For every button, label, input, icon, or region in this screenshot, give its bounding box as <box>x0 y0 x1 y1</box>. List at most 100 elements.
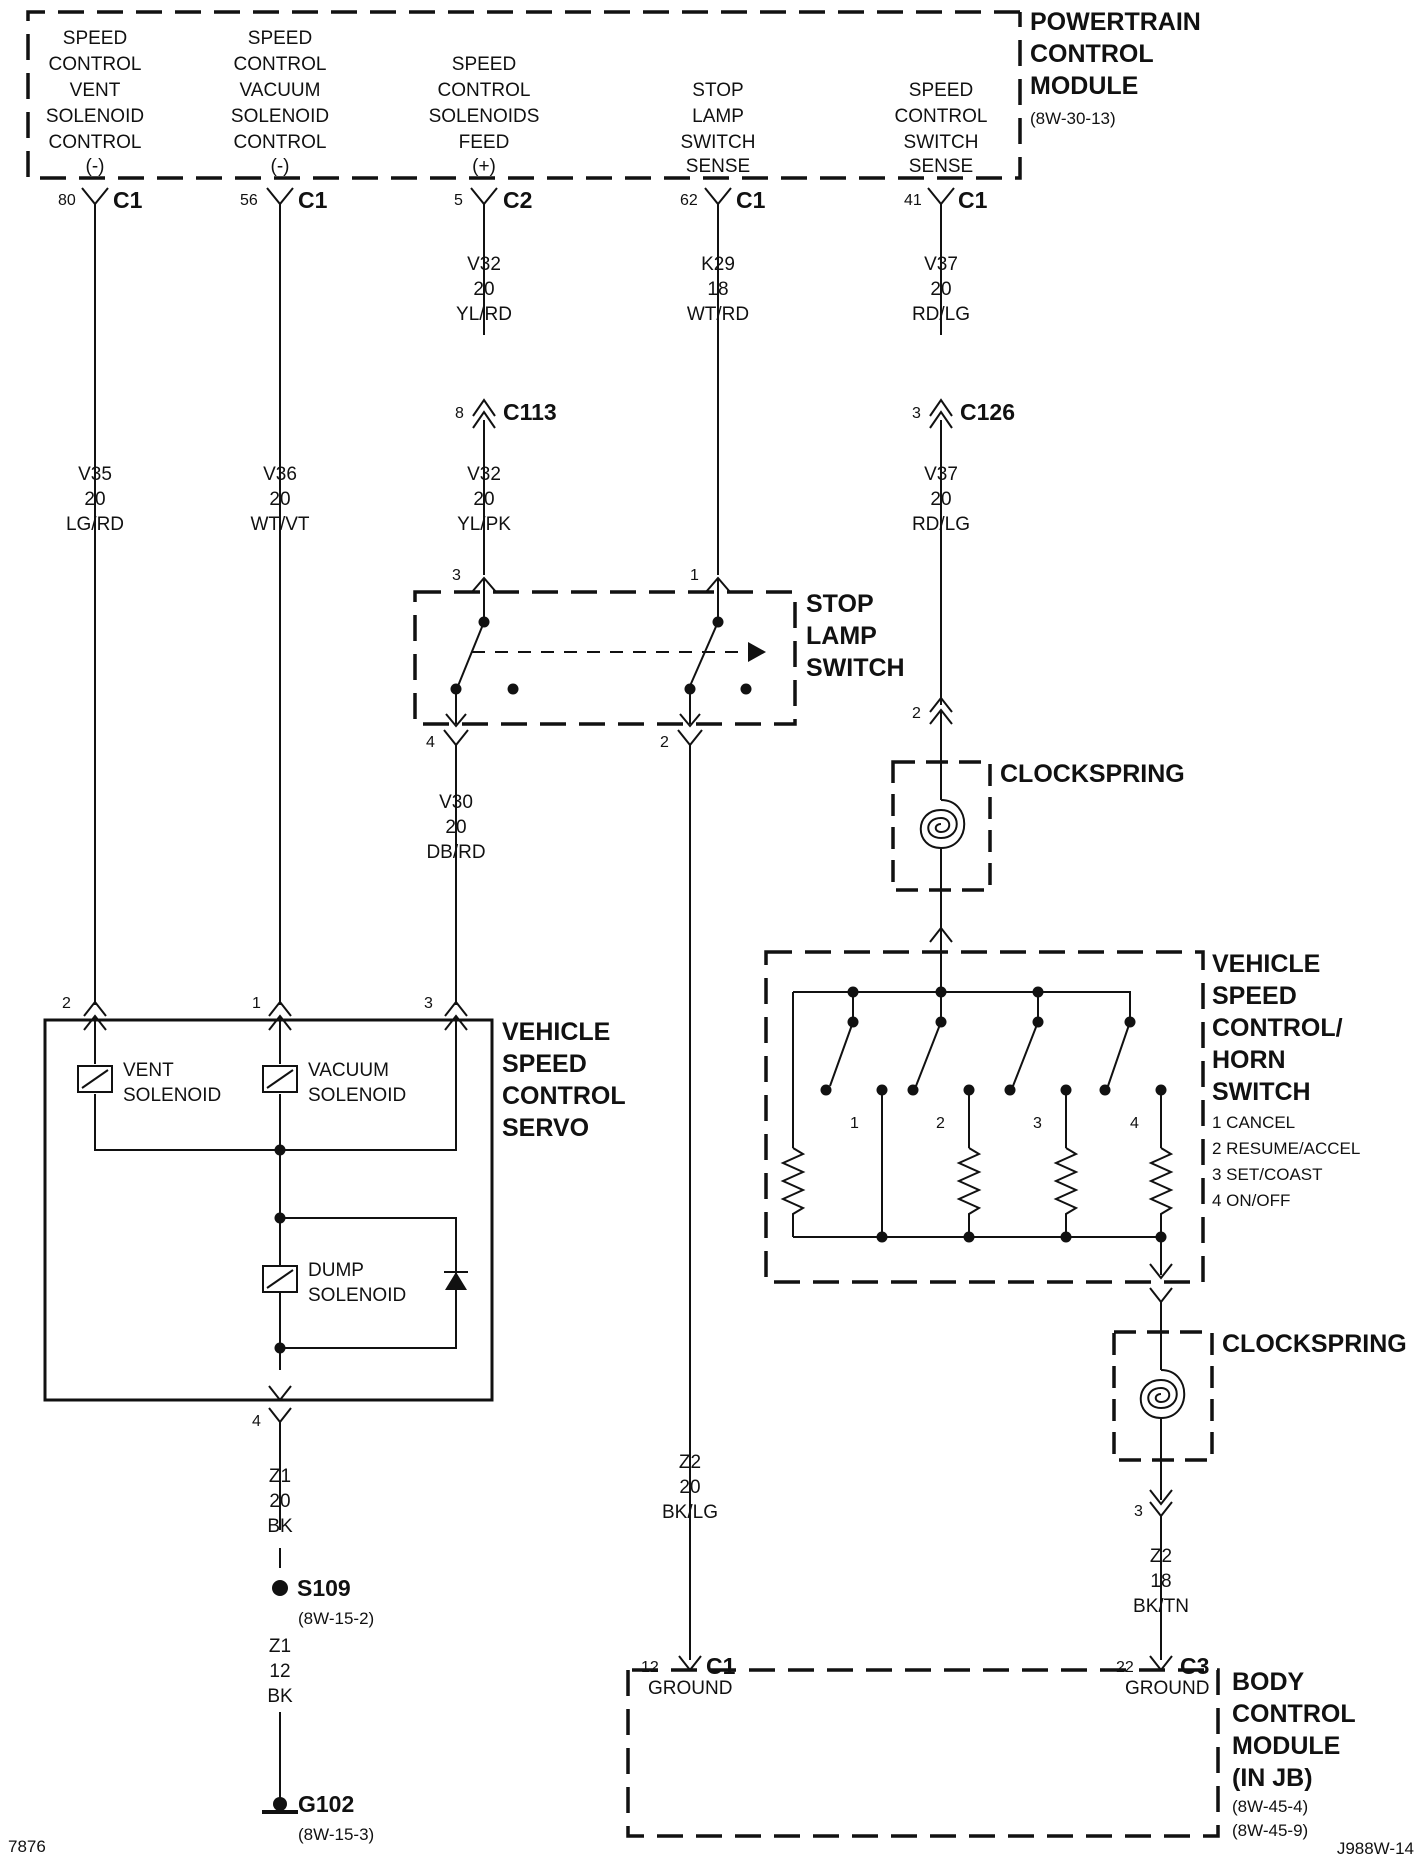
connector-mark <box>1149 1287 1173 1332</box>
pcm-terminal-vacuum: SPEED CONTROL VACUUM SOLENOID CONTROL (-… <box>231 28 329 177</box>
bcm-title-2: CONTROL <box>1232 1700 1356 1728</box>
pcm-label: CONTROL <box>49 132 142 153</box>
connector-name: C1 <box>706 1653 736 1679</box>
pcm-label: VENT <box>70 80 121 101</box>
wire-color: YL/PK <box>457 514 511 535</box>
clockspring-upper-title: CLOCKSPRING <box>1000 760 1185 788</box>
pcm-label: STOP <box>692 80 743 101</box>
body-control-module: 12 C1 22 C3 GROUND GROUND BODY CONTROL M… <box>626 1653 1356 1840</box>
connector-name: C1 <box>298 187 328 213</box>
wire-color: BK <box>267 1516 293 1537</box>
switch-contact <box>1099 1084 1111 1096</box>
junction-node <box>274 1144 286 1156</box>
horn-switch-legend-resume: 2 RESUME/ACCEL <box>1212 1139 1360 1158</box>
dump-solenoid-coil-icon <box>266 1269 294 1289</box>
bcm-title-3: MODULE <box>1232 1732 1340 1760</box>
horn-switch-legend-onoff: 4 ON/OFF <box>1212 1191 1290 1210</box>
wire-gauge: 20 <box>445 817 466 838</box>
connector-mark <box>471 576 497 620</box>
connector-name: C1 <box>113 187 143 213</box>
vent-solenoid-label: VENT <box>123 1060 174 1081</box>
clockspring-spiral-icon <box>919 799 966 850</box>
horn-switch-title-4: HORN <box>1212 1046 1286 1074</box>
connector-mark <box>81 187 109 214</box>
wire-gauge: 20 <box>930 279 951 300</box>
pcm-label: CONTROL <box>438 80 531 101</box>
wire-code: V36 <box>263 464 297 485</box>
wire-code: K29 <box>701 254 735 275</box>
wire-label-v37-bottom: V37 20 RD/LG <box>912 464 970 535</box>
clockspring-lower-title: CLOCKSPRING <box>1222 1330 1407 1358</box>
connector-mark <box>927 187 955 214</box>
resistor-icon <box>956 1147 982 1237</box>
switch-number: 2 <box>936 1115 945 1132</box>
pcm-terminal-stop-lamp: STOP LAMP SWITCH SENSE <box>681 80 756 177</box>
wire-code: Z1 <box>269 1636 291 1657</box>
inline-connector-c126 <box>929 398 953 429</box>
wire-label-v36: V36 20 WT/VT <box>250 464 309 535</box>
pcm-label: LAMP <box>692 106 744 127</box>
pcm-label: SOLENOIDS <box>429 106 540 127</box>
wire-color: BK <box>267 1686 293 1707</box>
pin-number: 2 <box>912 705 921 722</box>
pcm-ref: (8W-30-13) <box>1030 109 1116 128</box>
connector-mark <box>704 187 732 214</box>
pcm-label: CONTROL <box>49 54 142 75</box>
pin-number: 56 <box>240 192 258 209</box>
pcm-terminal-vent: SPEED CONTROL VENT SOLENOID CONTROL (-) <box>46 28 144 177</box>
wire-code: V37 <box>924 254 958 275</box>
splice-name: S109 <box>297 1575 351 1601</box>
bcm-title-1: BODY <box>1232 1668 1305 1696</box>
wire-color: LG/RD <box>66 514 124 535</box>
pcm-label: VACUUM <box>240 80 321 101</box>
pcm-label: FEED <box>459 132 510 153</box>
dump-solenoid-label: DUMP <box>308 1260 364 1281</box>
switch-contact <box>820 1084 832 1096</box>
switch-contact <box>507 683 519 695</box>
servo-title-1: VEHICLE <box>502 1018 610 1046</box>
wire-label-k29: K29 18 WT/RD <box>687 254 749 325</box>
wire-code: V37 <box>924 464 958 485</box>
mechanical-link-arrow-icon <box>748 642 766 662</box>
switch-lead <box>455 689 691 724</box>
horn-switch-legend-set: 3 SET/COAST <box>1212 1165 1323 1184</box>
bcm-ground-label-right: GROUND <box>1125 1678 1209 1699</box>
pin-number: 8 <box>455 405 464 422</box>
vacuum-solenoid-coil-icon <box>266 1069 294 1089</box>
pcm-label: CONTROL <box>895 106 988 127</box>
stop-lamp-switch-outline <box>413 590 797 726</box>
stop-lamp-switch: STOP LAMP SWITCH 3 1 4 2 <box>413 567 905 755</box>
wire-code: Z2 <box>679 1452 701 1473</box>
pin-number: 2 <box>660 734 669 751</box>
connector-mark <box>445 713 701 728</box>
connector-mark <box>266 187 294 214</box>
connector-mark <box>677 729 703 755</box>
ground-ref: (8W-15-3) <box>298 1825 374 1844</box>
wire-label-z2-left: Z2 20 BK/LG <box>662 1452 718 1523</box>
connector-mark <box>470 187 498 214</box>
bus-node <box>876 1231 888 1243</box>
resistor-icon <box>1148 1147 1174 1237</box>
pin-number: 3 <box>424 995 433 1012</box>
pcm-title-3: MODULE <box>1030 72 1138 100</box>
pcm-label: SPEED <box>452 54 516 75</box>
servo-title-2: SPEED <box>502 1050 587 1078</box>
horn-switch-legend-cancel: 1 CANCEL <box>1212 1113 1295 1132</box>
powertrain-control-module: POWERTRAIN CONTROL MODULE (8W-30-13) SPE… <box>26 8 1201 214</box>
horn-switch-title-2: SPEED <box>1212 982 1297 1010</box>
switch-number: 4 <box>1130 1115 1139 1132</box>
switch-blade <box>689 621 719 687</box>
speed-control-servo: VEHICLE SPEED CONTROL SERVO 2 1 3 4 VENT… <box>43 995 626 1440</box>
pcm-label: SPEED <box>248 28 312 49</box>
clockspring-lower-outline <box>1112 1330 1214 1462</box>
dump-solenoid-label: SOLENOID <box>308 1285 406 1306</box>
horn-switch-outline <box>764 950 1205 1284</box>
diode-loop <box>280 1217 457 1349</box>
switch-number: 3 <box>1033 1115 1042 1132</box>
switch-contact <box>907 1084 919 1096</box>
vent-solenoid-label: SOLENOID <box>123 1085 221 1106</box>
wire-color: RD/LG <box>912 514 970 535</box>
pin-number: 41 <box>904 192 922 209</box>
wire-code: V35 <box>78 464 112 485</box>
pin-number: 5 <box>454 192 463 209</box>
